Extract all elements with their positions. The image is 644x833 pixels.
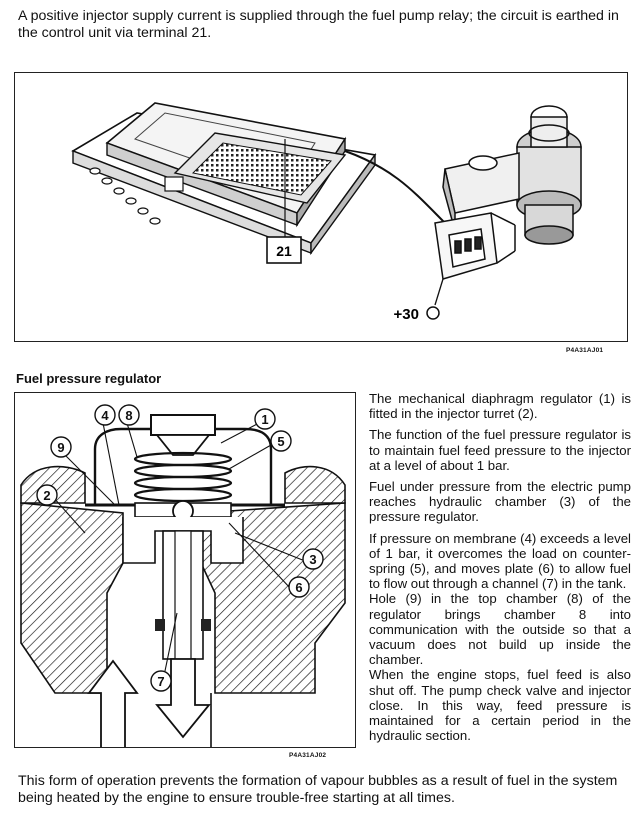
section-title: Fuel pressure regulator	[16, 371, 162, 386]
callout-6: 6	[295, 580, 302, 595]
callout-5: 5	[277, 434, 284, 449]
desc-paragraph-3: Fuel under pressure from the electric pu…	[369, 479, 631, 525]
desc-paragraph-6: When the engine stops, fuel feed is also…	[369, 667, 631, 744]
figure1-code: P4A31AJ01	[566, 347, 604, 354]
intro-paragraph: A positive injector supply current is su…	[18, 8, 619, 41]
control-unit-illustration: 21 +30	[71, 102, 582, 323]
callout-9: 9	[57, 440, 64, 455]
regulator-cross-section: 1 2 3 4 5 6 7 8 9	[20, 404, 346, 750]
callout-2: 2	[43, 488, 50, 503]
outro-paragraph: This form of operation prevents the form…	[18, 773, 618, 806]
callout-1: 1	[261, 412, 268, 427]
desc-paragraph-5: Hole (9) in the top chamber (8) of the r…	[369, 591, 631, 668]
desc-paragraph-4: If pressure on membrane (4) exceeds a le…	[369, 530, 631, 592]
callout-3: 3	[309, 552, 316, 567]
callout-8: 8	[125, 408, 132, 423]
terminal-21-label: 21	[276, 243, 292, 259]
desc-paragraph-2: The function of the fuel pressure regula…	[369, 427, 631, 473]
callout-4: 4	[101, 408, 109, 423]
figure2-code: P4A31AJ02	[289, 752, 327, 759]
figure-control-unit: 21 +30	[14, 72, 628, 342]
desc-paragraph-1: The mechanical diaphragm regulator (1) i…	[369, 391, 631, 422]
callout-7: 7	[157, 674, 164, 689]
supply-30-label: +30	[394, 306, 419, 323]
description-column: The mechanical diaphragm regulator (1) i…	[369, 391, 631, 743]
figure-pressure-regulator: 1 2 3 4 5 6 7 8 9	[14, 392, 356, 750]
